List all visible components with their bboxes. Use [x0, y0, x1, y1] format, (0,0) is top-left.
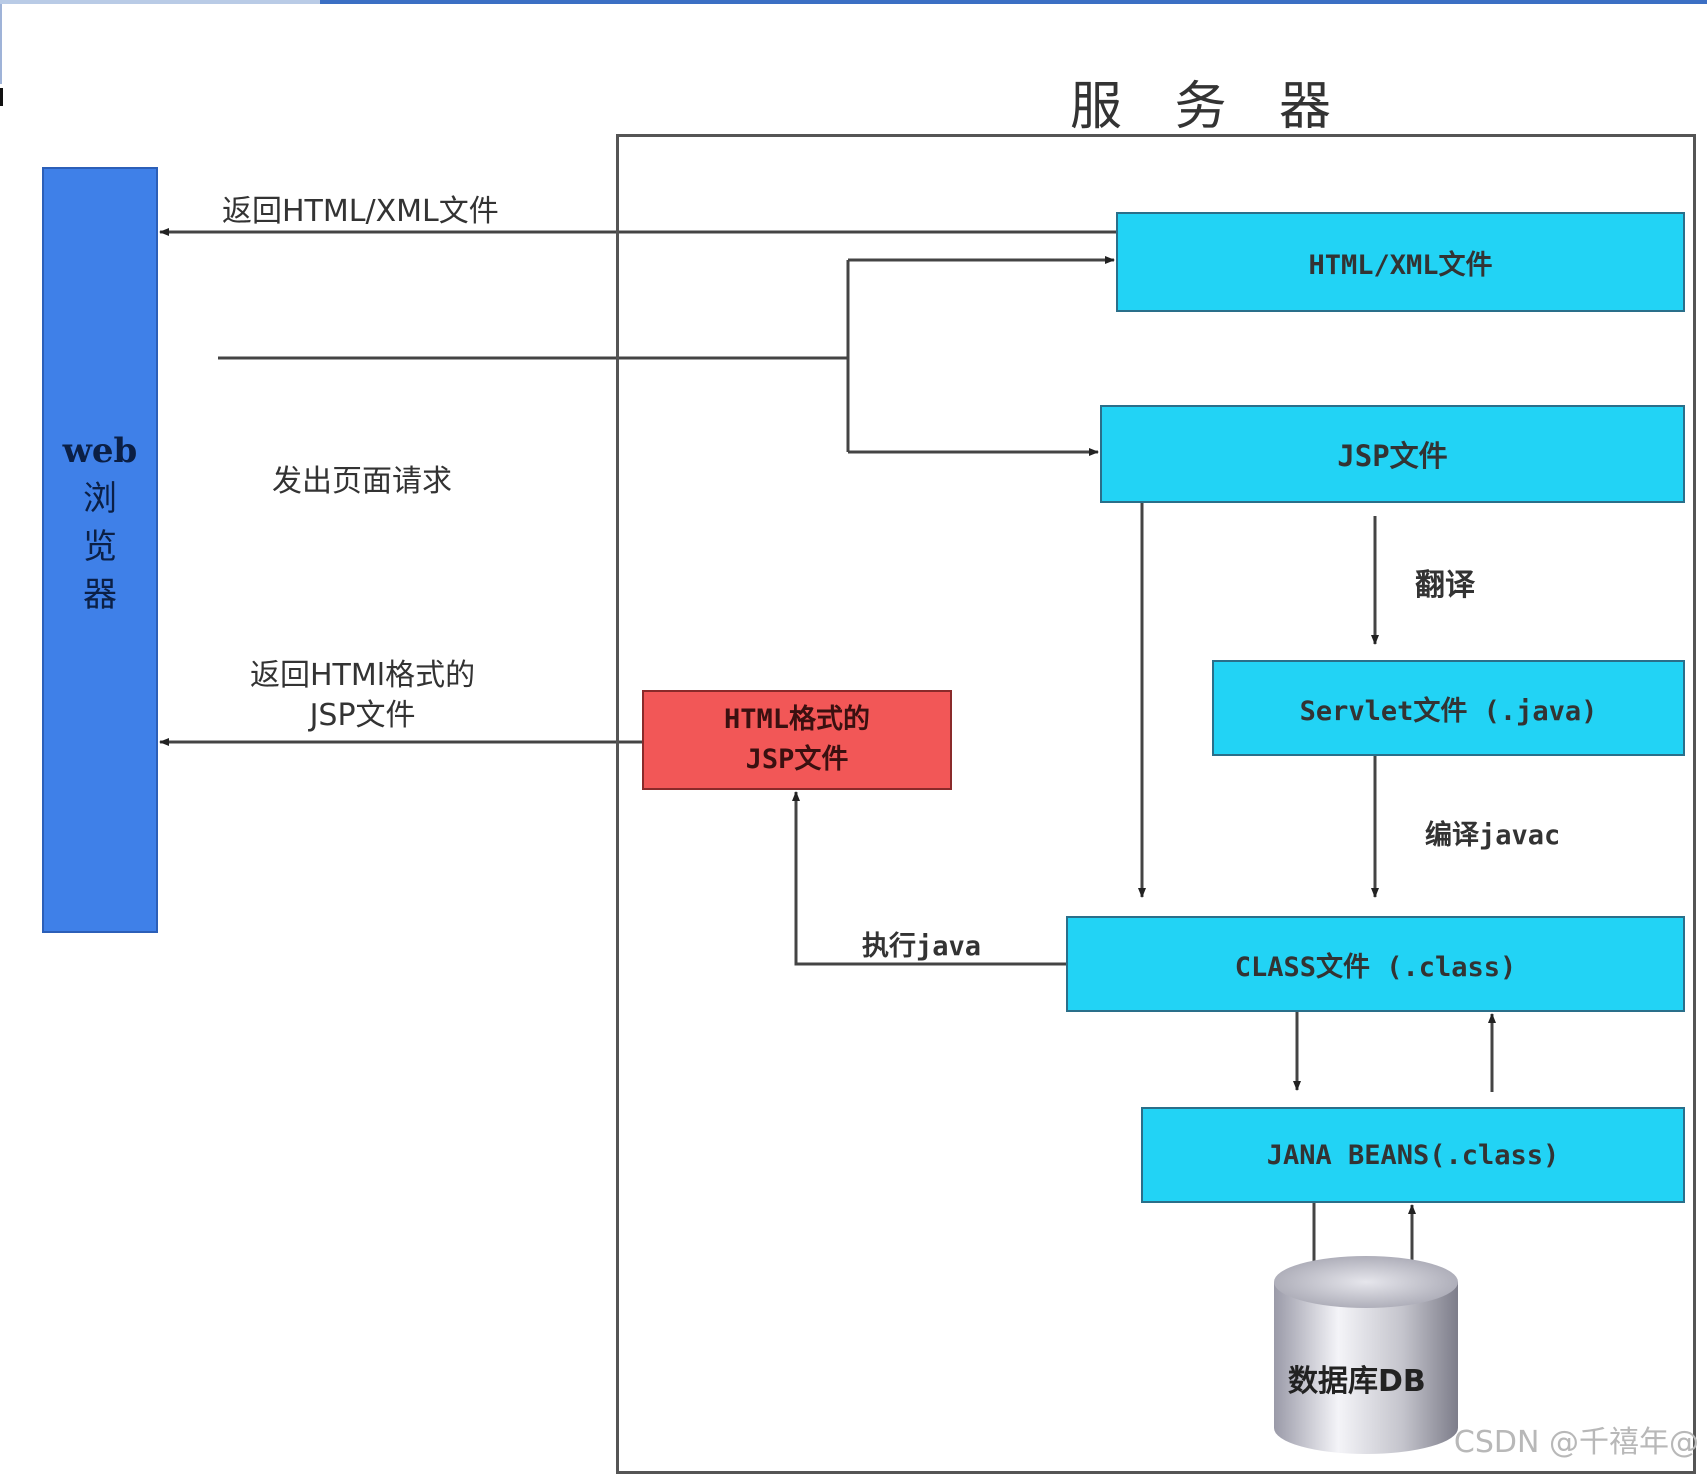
database-cylinder — [1274, 1256, 1458, 1454]
html-jsp-box-line-1: HTML格式的 — [723, 704, 871, 735]
top-border-tab — [0, 0, 320, 4]
label-return-html-xml: 返回HTML/XML文件 — [222, 194, 499, 229]
browser-label: web 浏 览 器 — [44, 427, 156, 619]
label-translate: 翻译 — [1415, 568, 1475, 603]
html-jsp-box-line-2: JSP文件 — [745, 744, 849, 775]
server-title: 服 务 器 — [1070, 77, 1350, 137]
browser-label-web: web — [62, 431, 138, 471]
label-compile: 编译javac — [1425, 820, 1561, 851]
servlet-file-box: Servlet文件 (.java) — [1212, 660, 1685, 756]
database-label: 数据库DB — [1288, 1364, 1426, 1399]
server-frame — [616, 134, 1696, 1474]
frame-tick — [0, 88, 3, 106]
browser-label-char-2: 览 — [83, 527, 117, 567]
top-border — [0, 0, 1707, 4]
html-xml-file-box: HTML/XML文件 — [1116, 212, 1685, 312]
label-return-html-jsp-line-1: 返回HTMl格式的 — [250, 658, 476, 693]
html-format-jsp-box: HTML格式的 JSP文件 — [642, 690, 952, 790]
web-browser-block: web 浏 览 器 — [42, 167, 158, 933]
browser-label-char-3: 器 — [83, 575, 117, 615]
label-send-request: 发出页面请求 — [272, 464, 452, 499]
label-return-html-jsp: 返回HTMl格式的 JSP文件 — [250, 656, 475, 736]
frame-edge — [0, 4, 2, 84]
browser-label-char-1: 浏 — [83, 479, 117, 519]
arrow-execute-java — [792, 791, 1066, 966]
label-return-html-jsp-line-2: JSP文件 — [309, 698, 416, 733]
label-execute: 执行java — [862, 931, 982, 962]
jsp-file-box: JSP文件 — [1100, 405, 1685, 503]
javabeans-box: JANA BEANS(.class) — [1141, 1107, 1685, 1203]
watermark: CSDN @千禧年@ — [1453, 1425, 1699, 1460]
class-file-box: CLASS文件 (.class) — [1066, 916, 1685, 1012]
